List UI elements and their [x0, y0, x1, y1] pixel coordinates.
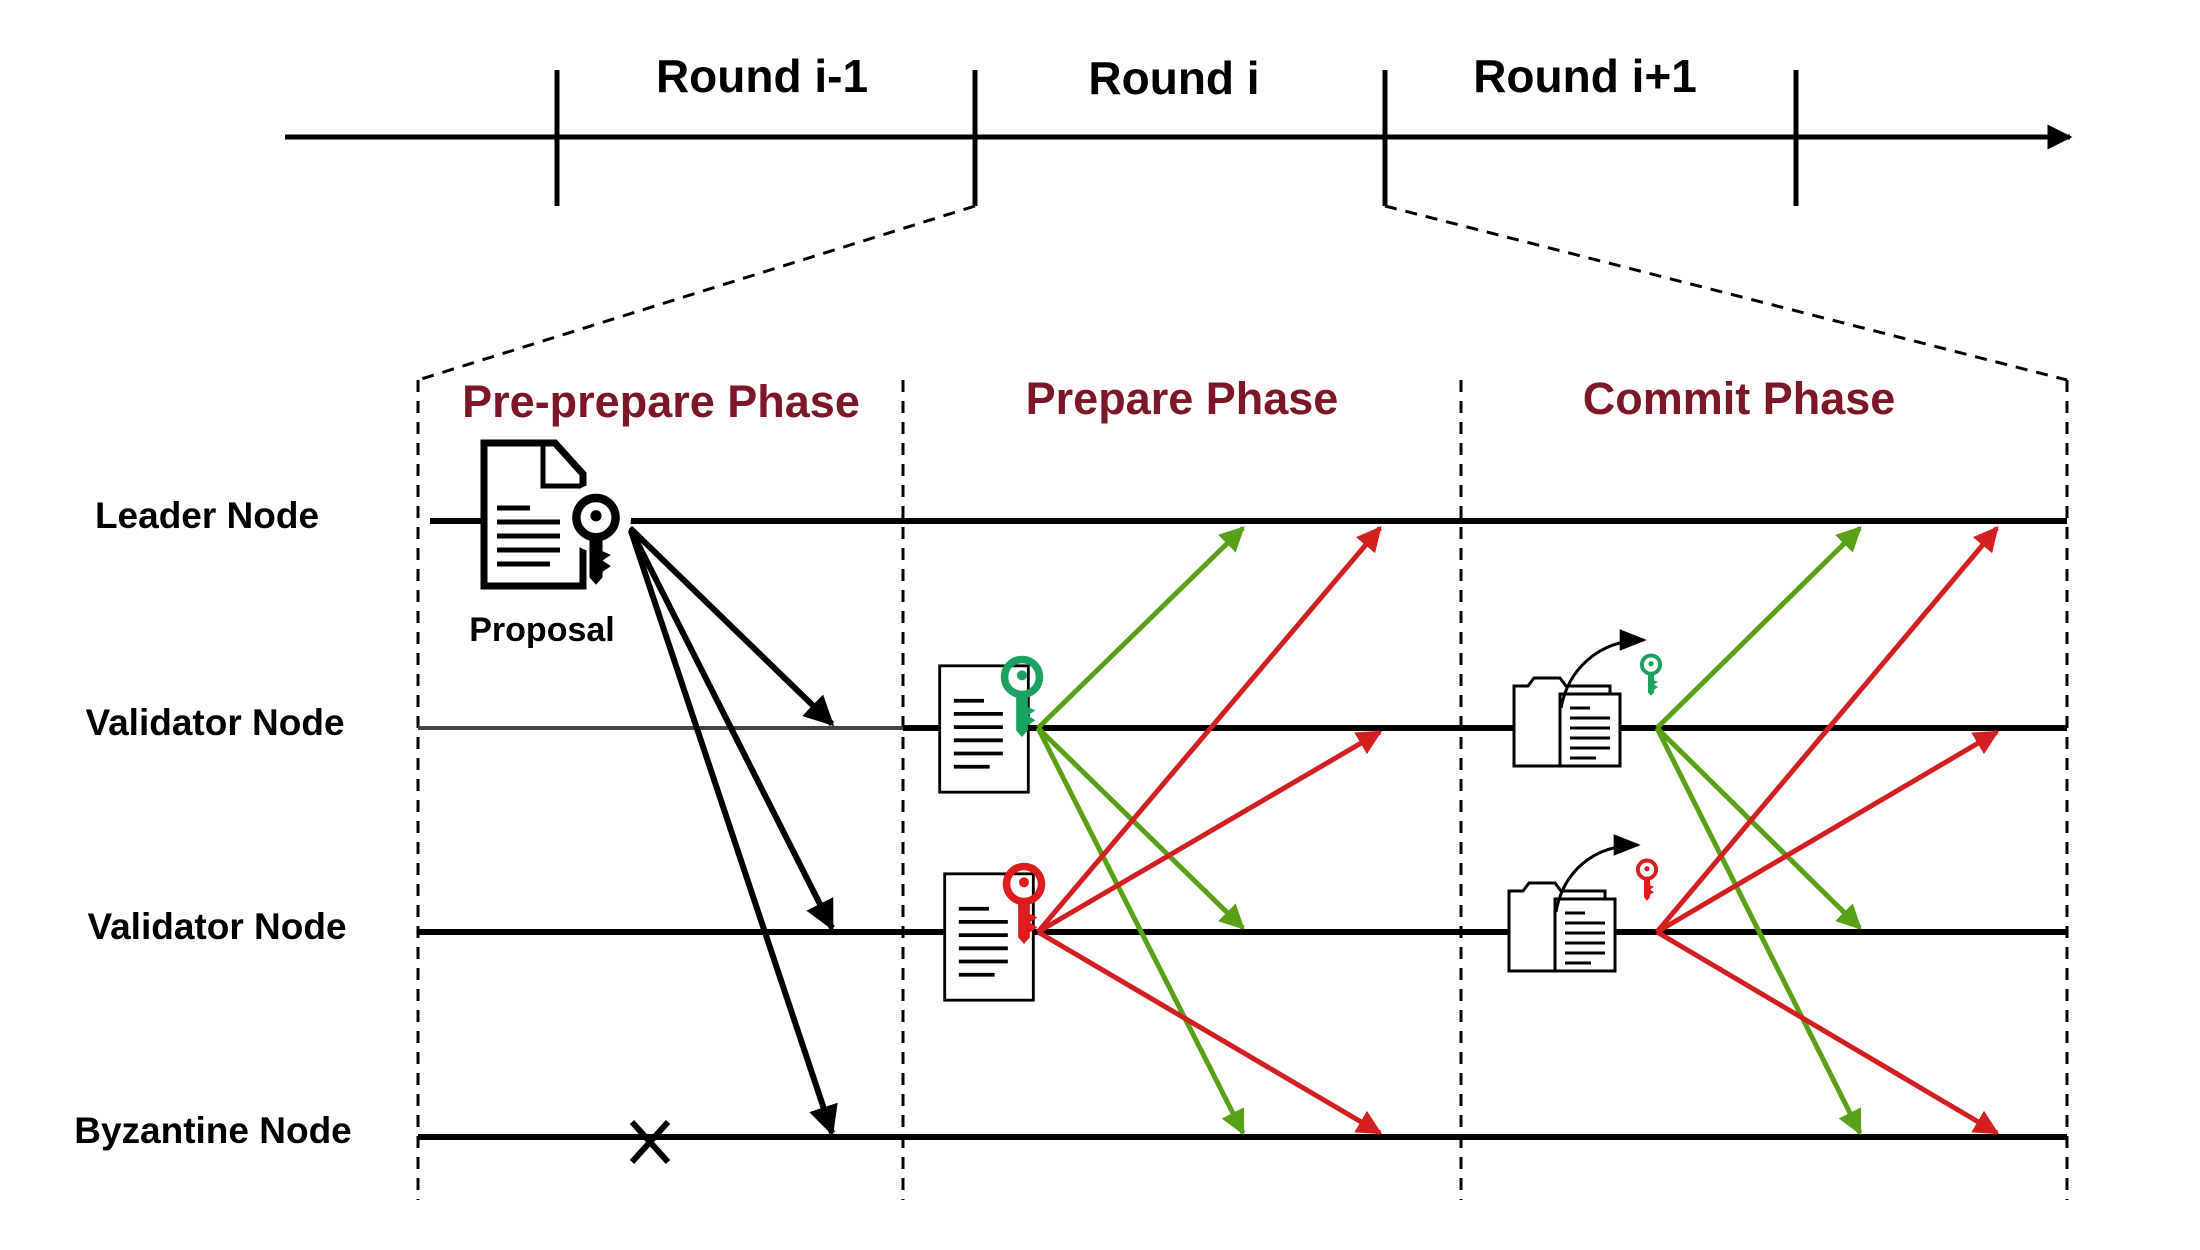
phase-title-preprepare: Pre-prepare Phase [462, 376, 860, 427]
node-timelines [418, 518, 2067, 1140]
node-labels: Leader Node Validator Node Validator Nod… [74, 495, 352, 1151]
preprepare-arrow [627, 525, 835, 727]
node-label-validator-2: Validator Node [87, 906, 346, 947]
prepare-arrow-green [1036, 726, 1245, 930]
zoom-line-left [417, 204, 976, 382]
proposal-document-key-icon [480, 439, 631, 586]
cross-icon [629, 1119, 671, 1165]
phase-headers: Pre-prepare Phase Prepare Phase Commit P… [462, 373, 1895, 427]
preprepare-arrow [627, 527, 838, 1136]
node-label-byzantine: Byzantine Node [74, 1110, 352, 1151]
prepare-arrow-red [1036, 929, 1383, 1136]
round-label-previous: Round i-1 [656, 50, 868, 102]
node-label-validator-1: Validator Node [85, 702, 344, 743]
prepare-arrow-green [1036, 526, 1245, 730]
prepare-arrow-red [1036, 729, 1383, 935]
proposal-label: Proposal [469, 611, 614, 649]
prepare-messages [1035, 526, 1383, 1136]
document-green-key-icon [937, 660, 1040, 795]
prepare-arrow-red [1036, 526, 1382, 934]
commit-messages [1654, 526, 2000, 1136]
commit-arrow-green [1655, 526, 1862, 730]
preprepare-messages [627, 525, 838, 1136]
phase-title-prepare: Prepare Phase [1026, 373, 1339, 424]
commit-arrow-green [1655, 726, 1862, 930]
phase-title-commit: Commit Phase [1583, 373, 1896, 424]
folder-document-green-key-icon [1512, 629, 1660, 768]
folder-document-red-key-icon [1507, 834, 1656, 973]
round-label-next: Round i+1 [1473, 50, 1697, 102]
commit-arrow-red [1655, 526, 1999, 934]
phase-dividers [416, 380, 2069, 1200]
document-red-key-icon [942, 867, 1042, 1003]
commit-arrow-red [1655, 929, 2000, 1136]
zoom-connectors [417, 204, 2068, 382]
node-label-leader: Leader Node [95, 495, 319, 536]
timeline: Round i-1 Round i Round i+1 [285, 50, 2073, 206]
prepare-arrow-green [1035, 726, 1246, 1136]
commit-arrow-green [1654, 726, 1863, 1136]
preprepare-arrow [627, 526, 835, 931]
round-label-current: Round i [1088, 52, 1259, 104]
commit-arrow-red [1655, 729, 2000, 935]
zoom-line-right [1384, 204, 2068, 382]
